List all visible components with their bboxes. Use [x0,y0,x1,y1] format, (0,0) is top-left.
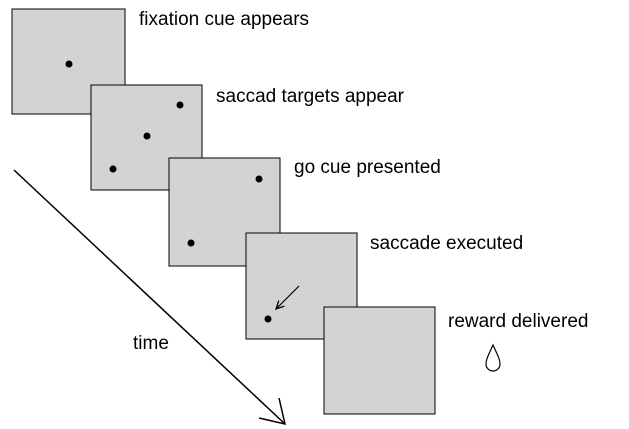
target-dot-upper [255,175,263,183]
fixation-dot [143,132,151,140]
time-arrow-line [13,169,286,425]
water-drop-icon [485,343,501,372]
step-label-5: reward delivered [448,311,588,332]
time-arrow-head [258,397,287,426]
panel-reward: reward delivered [323,306,588,415]
panel-saccade: saccade executed [245,232,523,340]
step-label-3: go cue presented [294,157,441,178]
step-label-4: saccade executed [370,233,523,254]
step-label-1: fixation cue appears [139,9,309,30]
target-dot-upper [176,101,184,109]
target-dot-lower [109,165,117,173]
panel-targets: saccad targets appear [90,84,405,191]
time-axis: time [13,169,287,426]
target-dot-lower [187,239,195,247]
step-label-2: saccad targets appear [216,86,405,107]
saccade-arrow-icon [276,285,300,309]
time-label: time [133,333,169,354]
fixation-dot [65,60,73,68]
screen-5 [323,306,436,415]
target-dot [264,315,272,323]
